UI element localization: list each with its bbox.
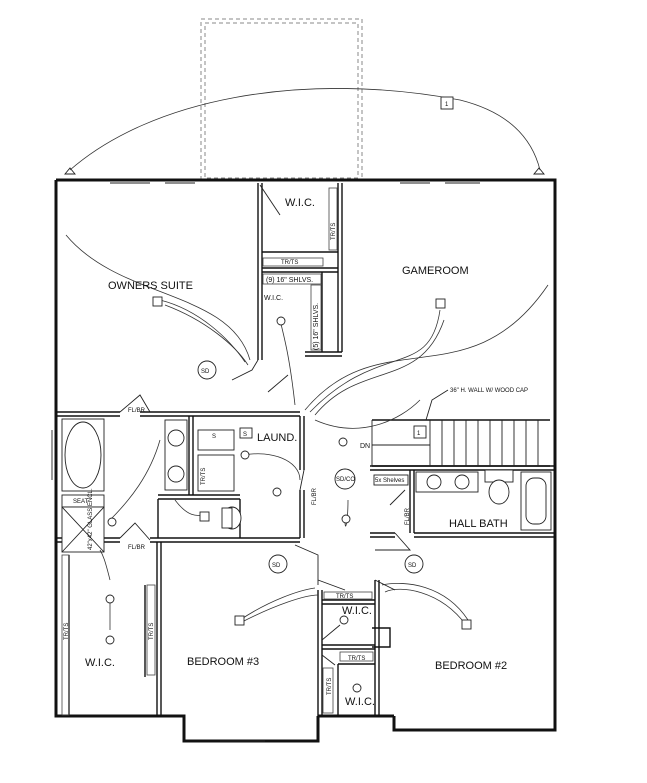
- note-tr-ts-2: TR/TS: [281, 260, 298, 266]
- electrical-symbols: [105, 296, 472, 693]
- note-seat: SEAT: [73, 499, 89, 505]
- note-sd-3: SD: [408, 563, 417, 569]
- note-wall-cap-leader: [425, 389, 449, 421]
- exterior-light-fixture: 1: [440, 96, 454, 110]
- note-tr-ts-5: TR/TS: [336, 594, 353, 600]
- room-label-bedroom-2: BEDROOM #2: [435, 660, 507, 672]
- note-tr-ts-7: TR/TS: [327, 678, 333, 695]
- room-label-owners-suite: OWNERS SUITE: [108, 280, 193, 292]
- room-label-wic-inner: W.I.C.: [264, 295, 283, 302]
- exterior-light-left: [64, 167, 76, 175]
- note-tr-ts-6: TR/TS: [348, 656, 365, 662]
- note-shelves-5: (5) 16" SHLVS.: [313, 303, 320, 350]
- room-label-wic-mid: W.I.C.: [342, 605, 372, 617]
- room-label-bedroom-3: BEDROOM #3: [187, 656, 259, 668]
- note-shelves-9: (9) 16" SHLVS.: [266, 277, 313, 284]
- exterior-wire-arc: [69, 88, 541, 171]
- room-label-hall-bath: HALL BATH: [449, 518, 508, 530]
- room-label-laundry: LAUND.: [257, 432, 297, 444]
- note-shelves-5x: 5x Shelves: [375, 478, 404, 484]
- note-sd-1: SD: [201, 369, 210, 375]
- note-s-switch: S: [243, 432, 247, 438]
- note-s-switch-2: S: [212, 434, 216, 440]
- note-wall-cap: 36" H. WALL W/ WOOD CAP: [450, 388, 528, 394]
- note-tr-ts-4: TR/TS: [149, 623, 155, 640]
- note-tr-ts-3: TR/TS: [64, 623, 70, 640]
- room-label-wic-left: W.I.C.: [85, 657, 115, 669]
- note-fl-br-2: FL/BR: [128, 545, 146, 551]
- note-dn: DN: [360, 443, 370, 450]
- windows: [51, 182, 556, 742]
- note-tr-ts-8: TR/TS: [201, 468, 207, 485]
- note-fl-br-1: FL/BR: [128, 408, 146, 414]
- svg-text:1: 1: [445, 102, 449, 108]
- stairs: [371, 420, 539, 466]
- doors: [119, 184, 411, 666]
- interior-walls: [56, 183, 555, 716]
- note-fixture-1: 1: [417, 431, 421, 437]
- exterior-light-right: [533, 167, 545, 175]
- wiring: [65, 234, 549, 630]
- note-fl-br-3: FL/BR: [312, 487, 318, 505]
- room-label-wic-top: W.I.C.: [285, 197, 315, 209]
- note-sdco: SD/CO: [336, 477, 355, 483]
- note-sd-2: SD: [272, 563, 281, 569]
- exterior-walls: [54, 178, 557, 743]
- room-label-gameroom: GAMEROOM: [402, 265, 469, 277]
- note-glass-encl: 42"x42" GLASS ENCL.: [88, 488, 94, 550]
- note-tr-ts-1: TR/TS: [331, 223, 337, 240]
- smoke-detectors: [197, 360, 424, 574]
- shelving: [61, 187, 374, 716]
- note-fl-br-4: FL/BR: [405, 507, 411, 525]
- room-label-wic-mid-lower: W.I.C.: [345, 696, 375, 708]
- bath-fixtures: [61, 418, 552, 553]
